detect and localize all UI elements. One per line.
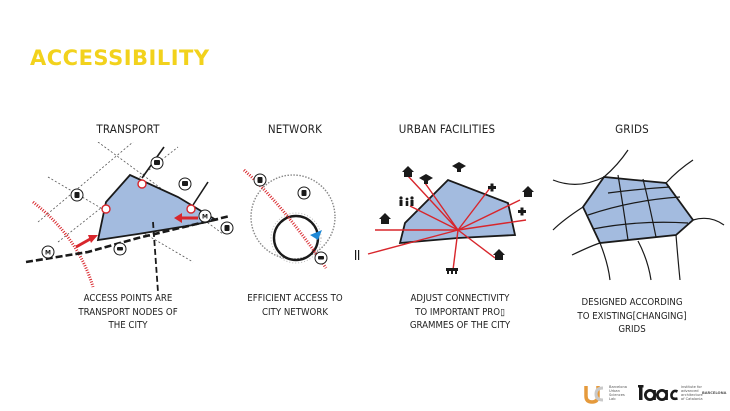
grids-diagram xyxy=(552,149,725,281)
caption-grids: DESIGNED ACCORDING TO EXISTING[CHANGING]… xyxy=(577,297,687,335)
page-title: ACCESSIBILITY xyxy=(30,46,210,70)
heading-grids: GRIDS xyxy=(615,122,649,136)
district-shape xyxy=(96,173,219,242)
city-label: BARCELONA xyxy=(702,391,727,395)
home-icon xyxy=(493,249,505,260)
graduation-cap-icon xyxy=(452,162,466,172)
metro-label: M xyxy=(202,214,208,221)
iaac-text: institute for advanced architecture of C… xyxy=(681,385,703,401)
network-diagram xyxy=(242,168,336,269)
hospital-cross-icon xyxy=(518,207,526,216)
ubs-text: Barcelona Urban Sciences Lab xyxy=(609,385,627,401)
network-arrow xyxy=(310,230,322,240)
heading-transport: TRANSPORT xyxy=(96,122,160,136)
heading-network: NETWORK xyxy=(267,122,323,136)
home-icon xyxy=(379,213,391,224)
street-grid xyxy=(552,149,725,281)
hospital-cross-icon xyxy=(488,183,496,192)
heading-urban-facilities: URBAN FACILITIES xyxy=(398,122,496,136)
footer-logos: Barcelona Urban Sciences Lab institute f… xyxy=(580,378,730,411)
metro-label: M xyxy=(45,250,51,257)
transport-diagram: M M xyxy=(25,142,234,292)
caption-urban-facilities: ADJUST CONNECTIVITY TO IMPORTANT PRO▯ GR… xyxy=(409,293,511,331)
home-icon xyxy=(402,166,414,177)
urban-facilities-diagram xyxy=(355,162,534,274)
ubs-logo xyxy=(584,386,604,404)
caption-network: EFFICIENT ACCESS TO CITY NETWORK xyxy=(247,293,343,318)
home-icon xyxy=(522,186,534,197)
graduation-cap-icon xyxy=(419,174,433,184)
access-arrows xyxy=(75,213,198,249)
caption-transport: ACCESS POINTS ARE TRANSPORT NODES OF THE… xyxy=(78,293,178,331)
family-icon xyxy=(399,196,414,206)
iaac-logo xyxy=(638,385,679,401)
district-shape xyxy=(581,176,695,244)
district-shape xyxy=(398,178,517,245)
metro-icon xyxy=(41,245,55,259)
metro-icon xyxy=(198,209,212,223)
restaurant-icon xyxy=(355,250,360,260)
market-icon xyxy=(446,268,458,274)
